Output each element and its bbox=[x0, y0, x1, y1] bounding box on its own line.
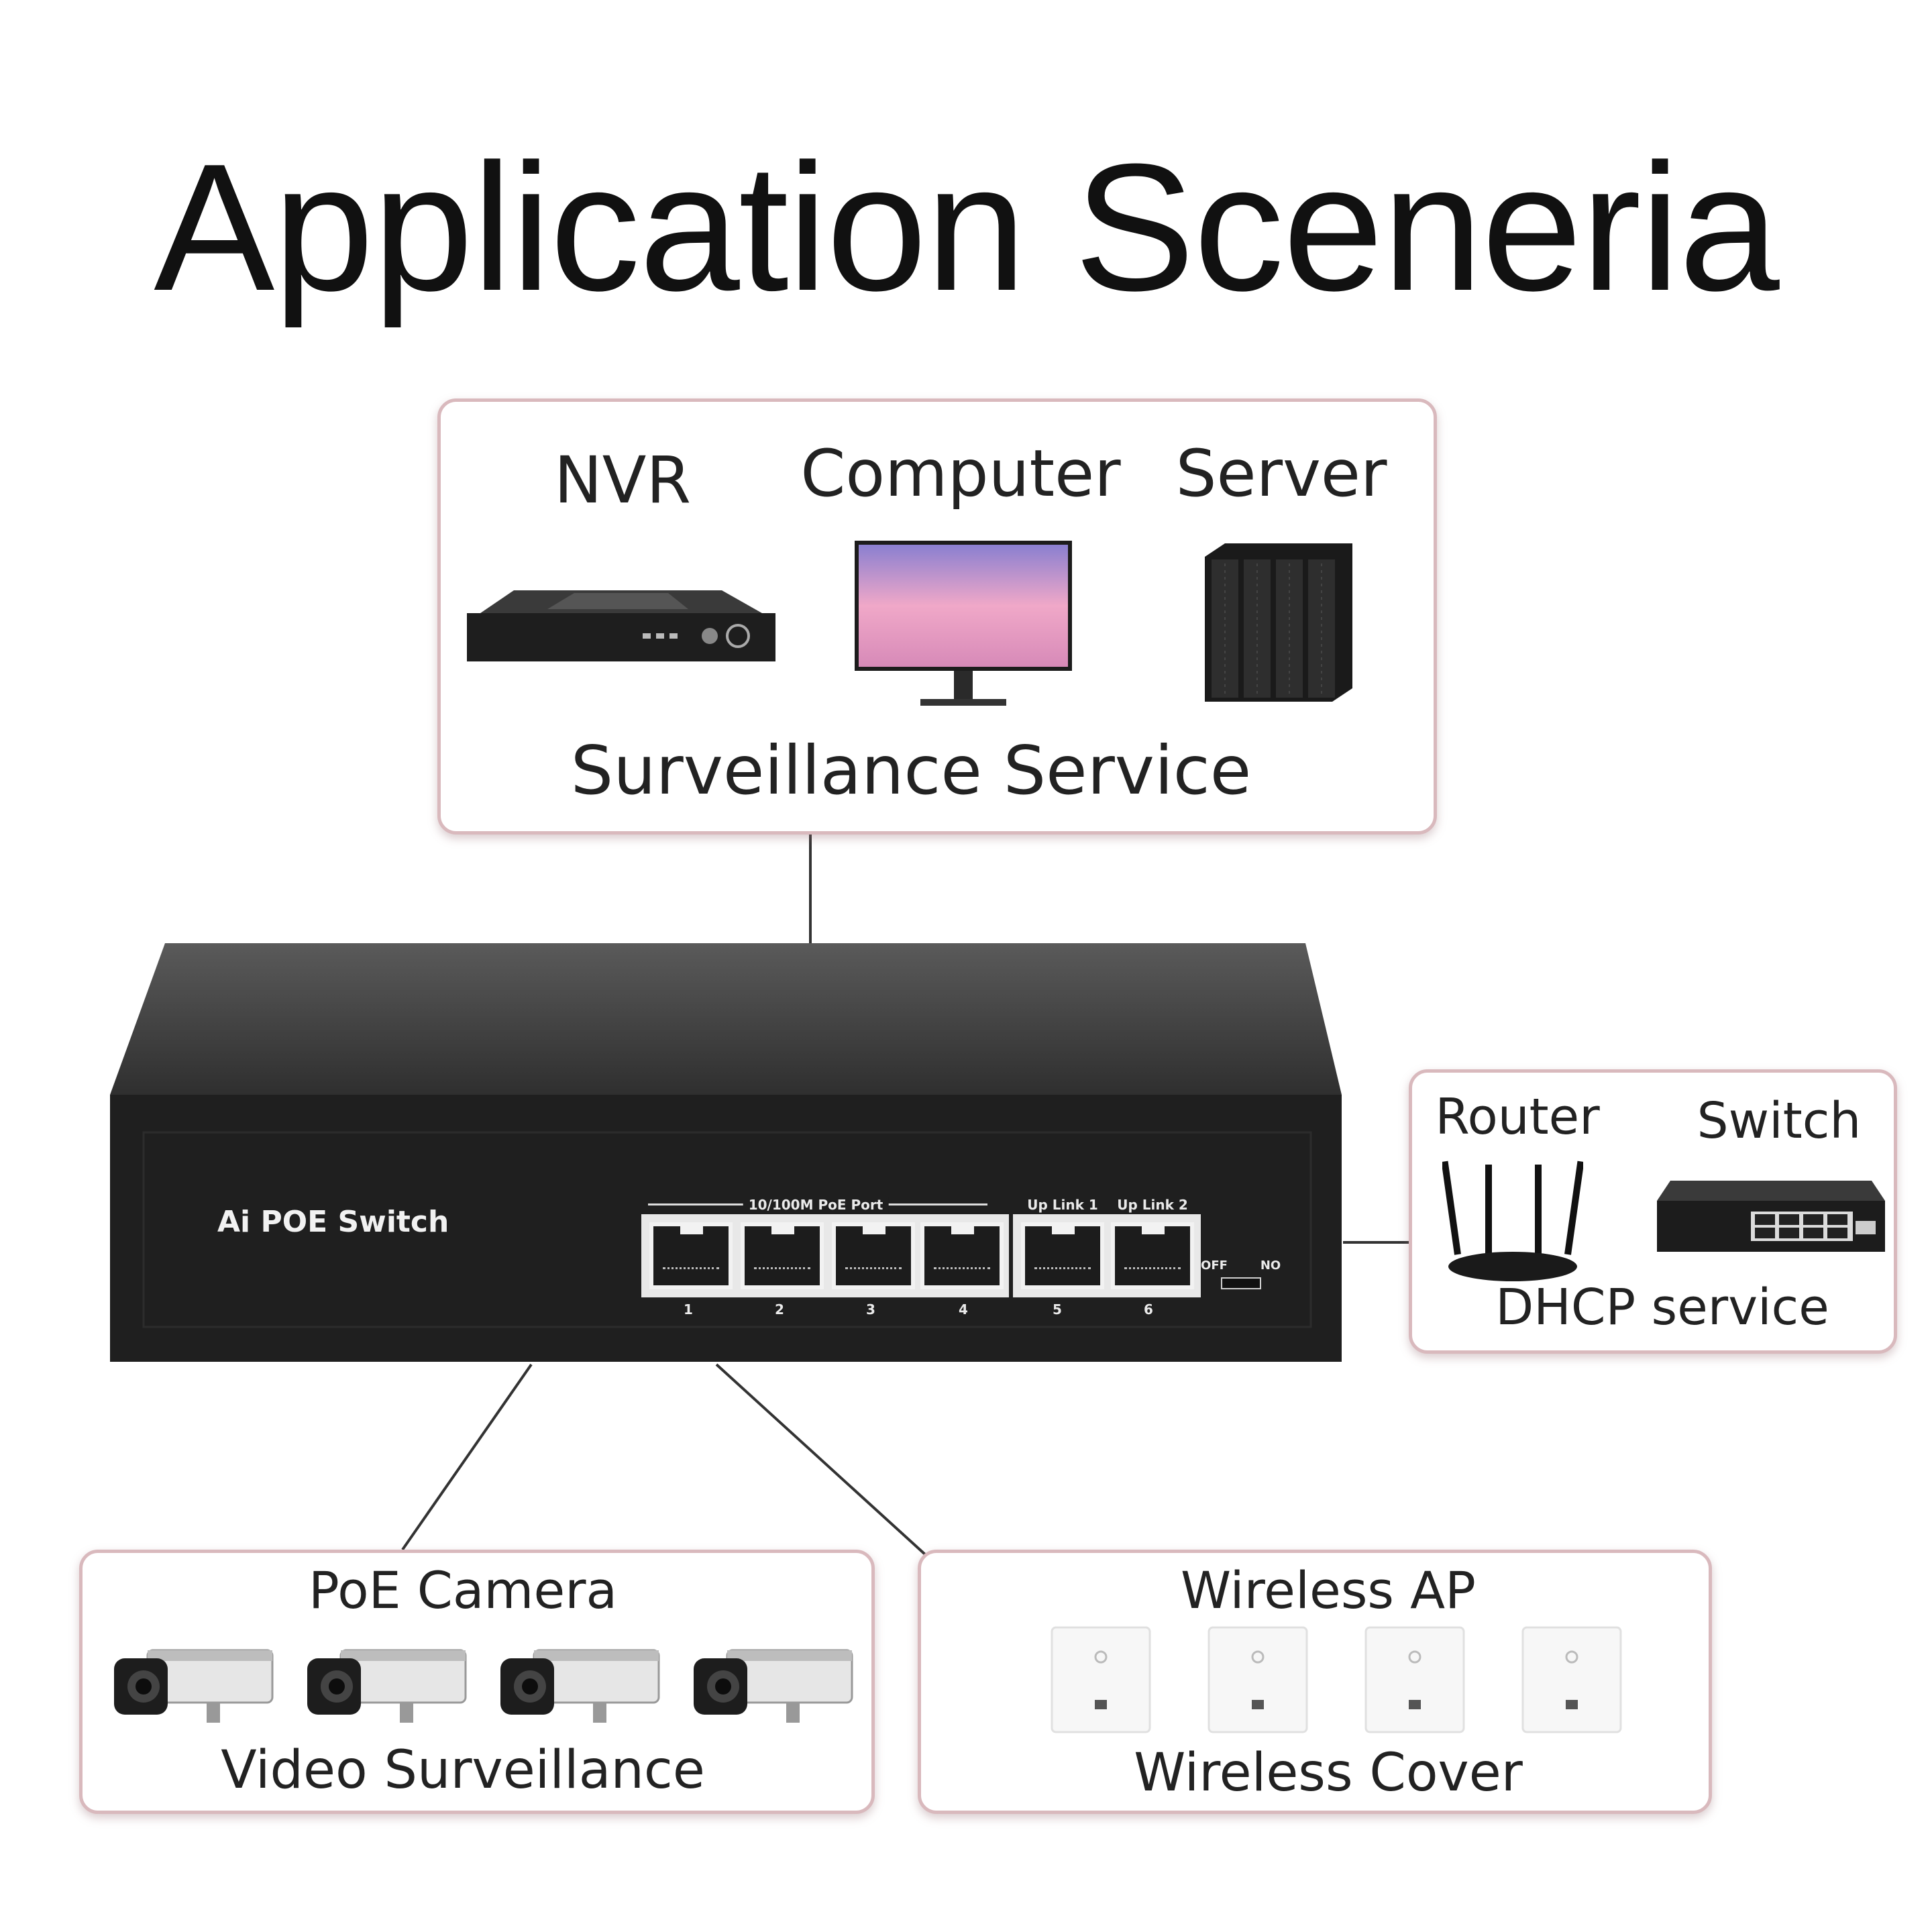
server-rack-icon bbox=[1205, 543, 1352, 702]
router-icon bbox=[1442, 1161, 1583, 1281]
port-number-5: 5 bbox=[1053, 1301, 1062, 1318]
router-label: Router bbox=[1435, 1088, 1600, 1146]
wireless-cover-caption: Wireless Cover bbox=[1134, 1743, 1523, 1803]
computer-label: Computer bbox=[800, 436, 1121, 511]
switch-icon bbox=[1657, 1181, 1885, 1252]
wireless-ap-heading: Wireless AP bbox=[1181, 1560, 1476, 1620]
port-number-3: 3 bbox=[866, 1301, 875, 1318]
wireless-ap-icon-2 bbox=[1208, 1626, 1308, 1733]
port-number-2: 2 bbox=[775, 1301, 784, 1318]
rj45-port-3[interactable] bbox=[832, 1222, 915, 1289]
server-label: Server bbox=[1175, 436, 1387, 511]
wire-bottom-left bbox=[401, 1363, 533, 1551]
poe-camera-heading: PoE Camera bbox=[308, 1560, 618, 1620]
switch-on-label: NO bbox=[1260, 1258, 1281, 1273]
wireless-ap-icon-1 bbox=[1051, 1626, 1151, 1733]
camera-icon-3 bbox=[500, 1649, 660, 1723]
uplink-2-label: Up Link 2 bbox=[1117, 1197, 1188, 1213]
wireless-ap-icon-3 bbox=[1364, 1626, 1465, 1733]
wireless-ap-icon-4 bbox=[1521, 1626, 1622, 1733]
rj45-port-6[interactable] bbox=[1111, 1222, 1194, 1289]
device-name: Ai POE Switch bbox=[217, 1205, 449, 1239]
surveillance-service-caption: Surveillance Service bbox=[570, 731, 1252, 810]
monitor-icon bbox=[855, 541, 1072, 706]
dhcp-service-caption: DHCP service bbox=[1495, 1279, 1829, 1336]
wire-bottom-right bbox=[715, 1363, 927, 1556]
mode-toggle-switch[interactable] bbox=[1221, 1277, 1261, 1289]
port-number-4: 4 bbox=[959, 1301, 968, 1318]
uplink-1-label: Up Link 1 bbox=[1027, 1197, 1098, 1213]
nvr-label: NVR bbox=[553, 443, 692, 518]
nvr-icon bbox=[467, 590, 775, 661]
camera-icon-1 bbox=[114, 1649, 274, 1723]
port-number-1: 1 bbox=[684, 1301, 693, 1318]
camera-icon-2 bbox=[307, 1649, 467, 1723]
switch-off-label: OFF bbox=[1201, 1258, 1228, 1273]
video-surveillance-caption: Video Surveillance bbox=[221, 1740, 705, 1801]
rj45-port-2[interactable] bbox=[741, 1222, 824, 1289]
rj45-port-4[interactable] bbox=[920, 1222, 1004, 1289]
camera-icon-4 bbox=[694, 1649, 853, 1723]
rj45-port-1[interactable] bbox=[649, 1222, 733, 1289]
rj45-port-5[interactable] bbox=[1021, 1222, 1104, 1289]
switch-label: Switch bbox=[1697, 1092, 1862, 1150]
poe-switch-device bbox=[110, 943, 1342, 1362]
port-number-6: 6 bbox=[1144, 1301, 1153, 1318]
poe-port-group-label: 10/100M PoE Port bbox=[743, 1197, 889, 1213]
page-title: Application Sceneria bbox=[154, 127, 1780, 329]
